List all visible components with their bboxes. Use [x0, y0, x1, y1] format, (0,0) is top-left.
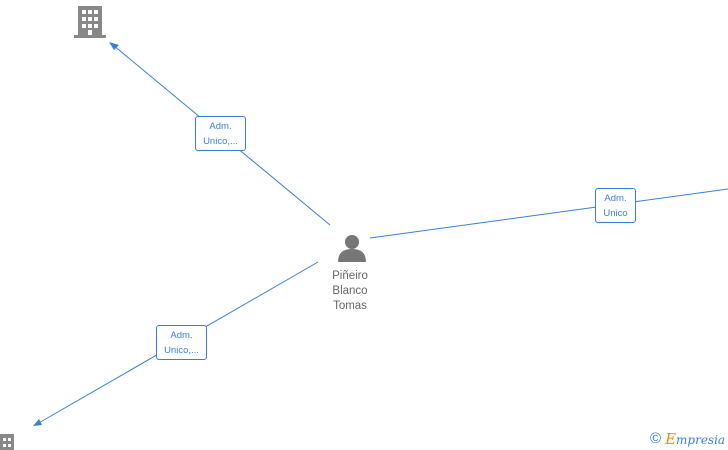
relation-label-2[interactable]: Adm. Unico: [595, 188, 636, 223]
arrowhead-1: [109, 42, 119, 50]
relation-label-line: Adm.: [604, 193, 627, 204]
brand-rest: mpresia: [676, 432, 726, 447]
person-name-line: Piñeiro: [332, 270, 368, 282]
building-icon[interactable]: [0, 434, 14, 450]
brand-initial: E: [665, 429, 677, 448]
relation-label-line: Unico: [603, 208, 628, 219]
person-name-line: Blanco: [332, 285, 368, 297]
relation-label-3[interactable]: Adm. Unico,...: [156, 325, 207, 360]
edge-to-company-2: [369, 188, 728, 239]
relation-label-line: Unico,...: [203, 136, 238, 147]
arrowhead-3: [33, 419, 42, 426]
relation-label-line: Adm.: [209, 121, 232, 132]
empresia-watermark: © Empresia: [650, 430, 725, 448]
person-name-line: Tomas: [333, 300, 367, 312]
building-icon[interactable]: [74, 6, 106, 38]
empresia-logo: Empresia: [665, 430, 725, 449]
relation-label-line: Adm.: [170, 330, 193, 341]
person-name[interactable]: Piñeiro Blanco Tomas: [315, 269, 385, 314]
copyright-icon: ©: [650, 430, 662, 447]
relation-label-line: Unico,...: [164, 345, 199, 356]
person-icon[interactable]: [338, 235, 366, 262]
relation-label-1[interactable]: Adm. Unico,...: [195, 116, 246, 151]
